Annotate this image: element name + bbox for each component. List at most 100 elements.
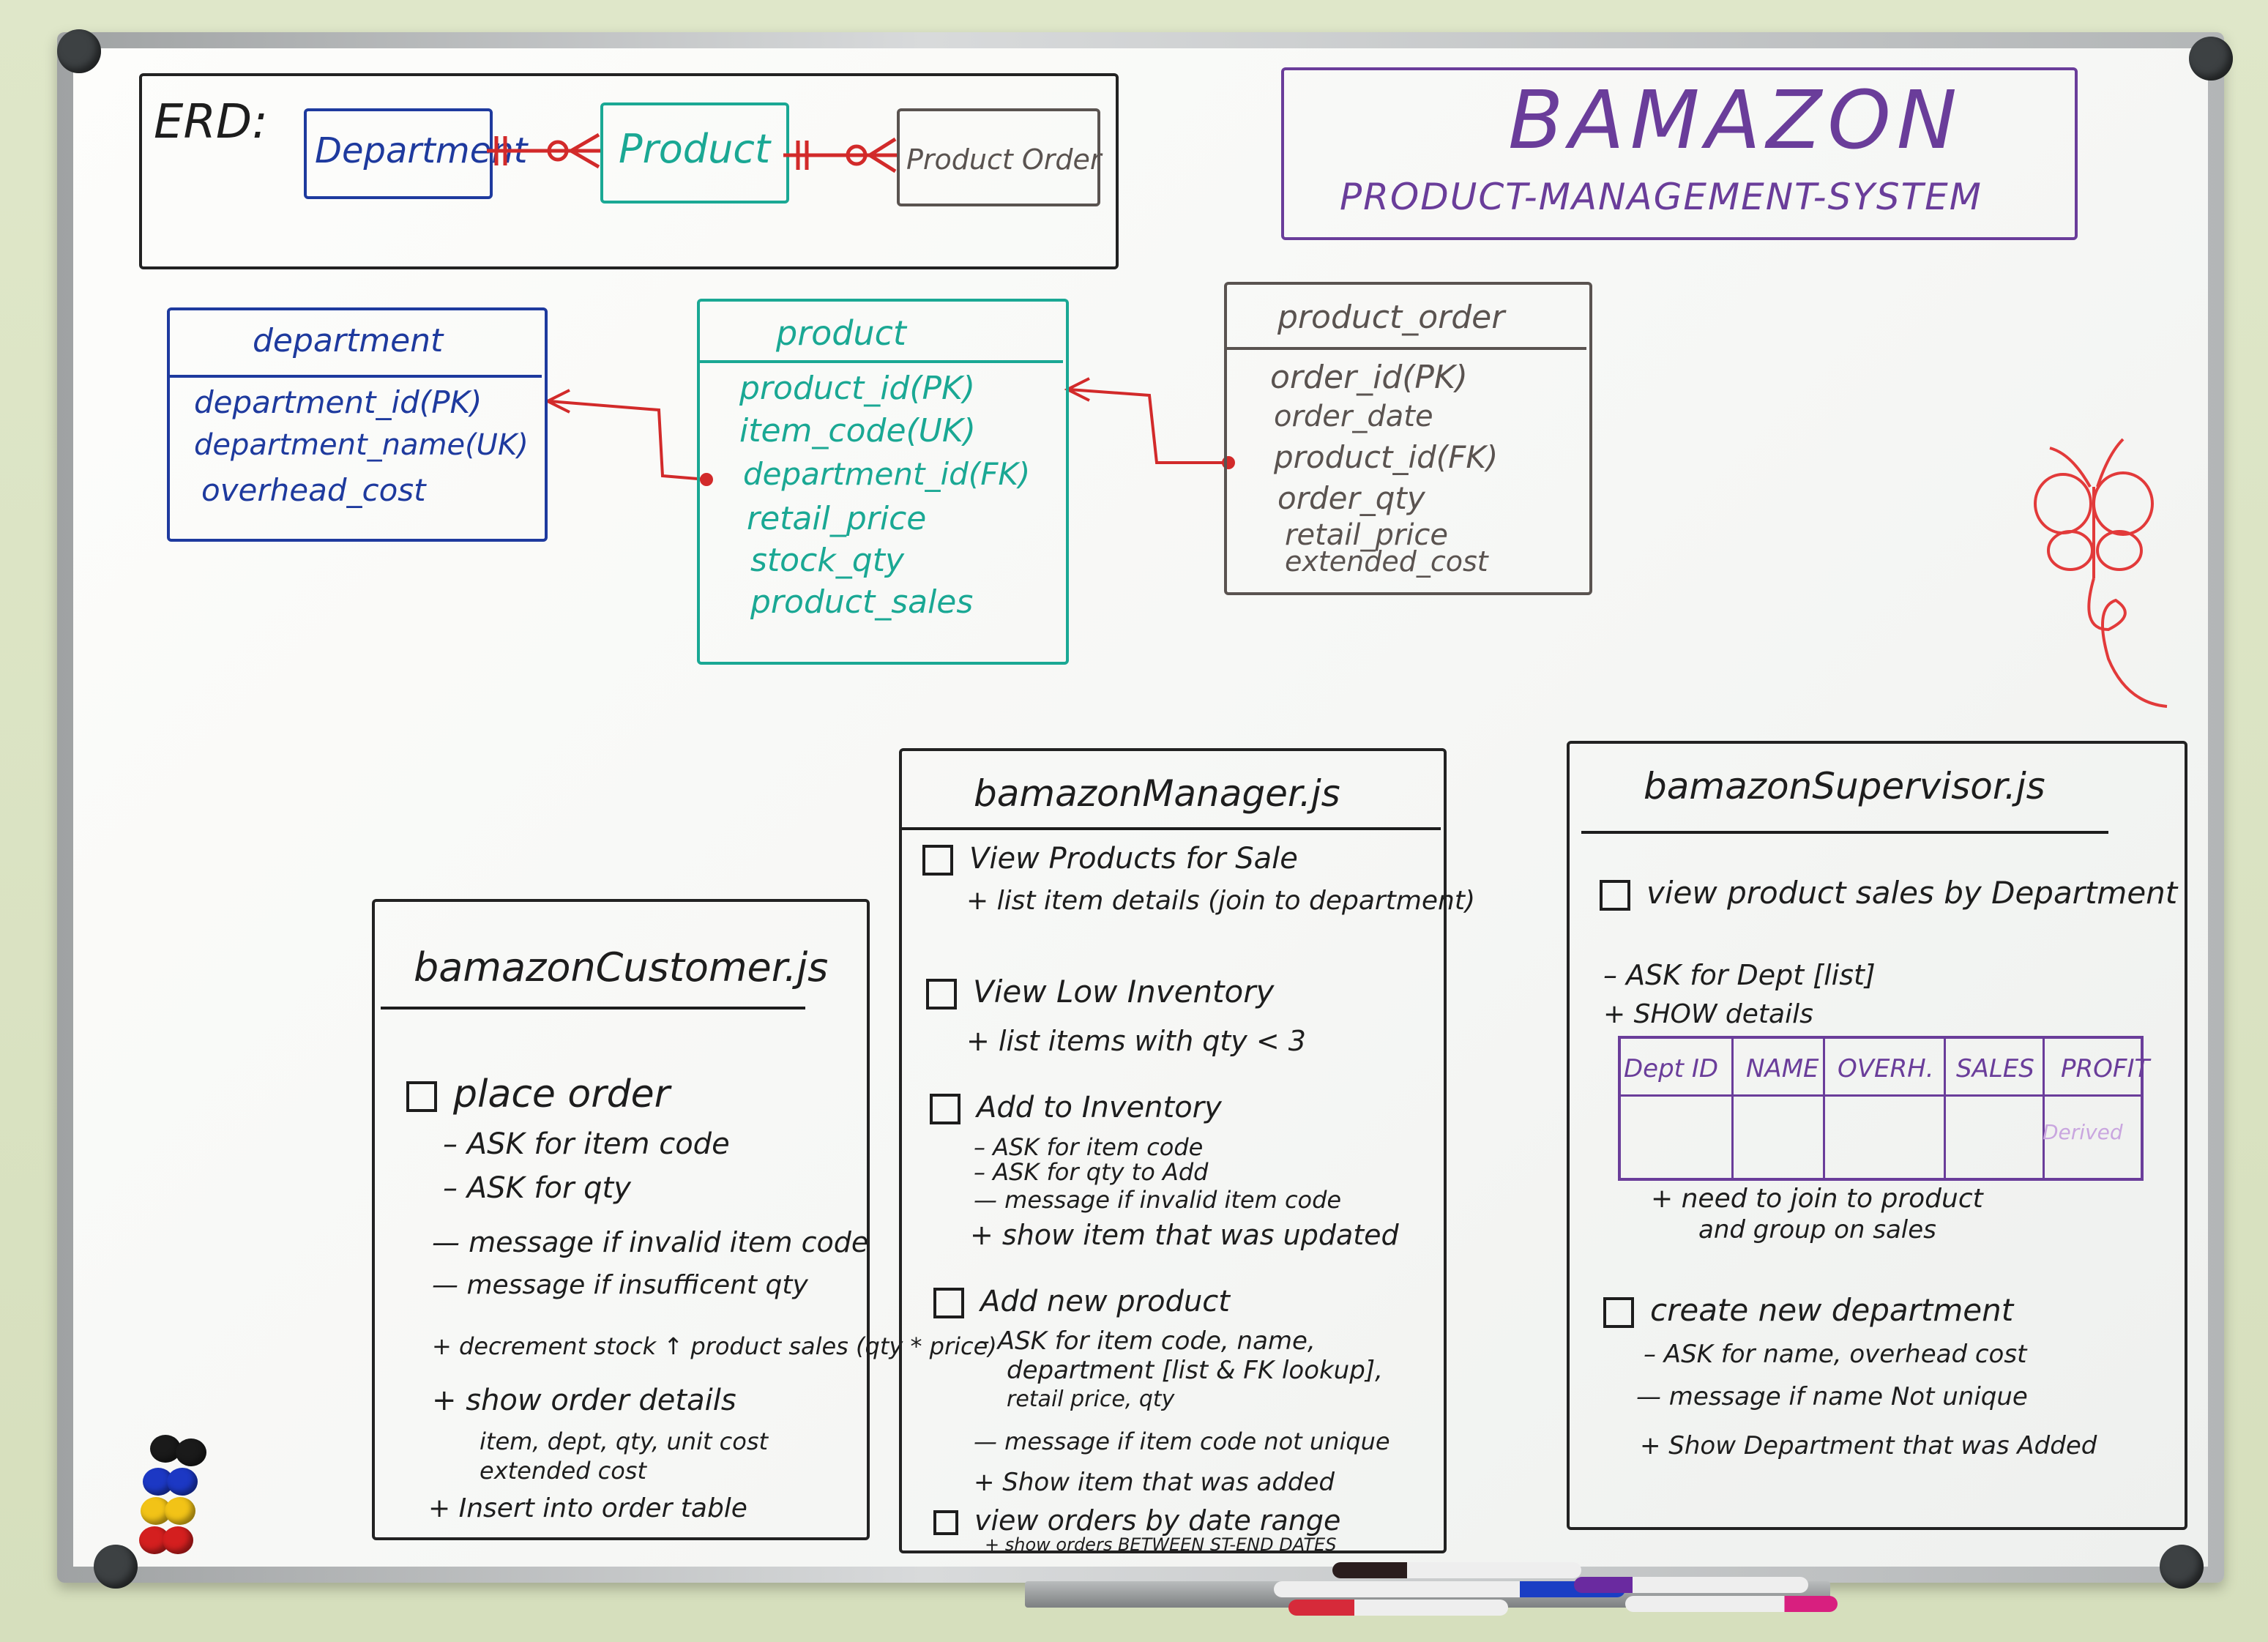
customer-panel [372, 899, 870, 1540]
marker-icon[interactable] [1625, 1596, 1838, 1612]
product-order-field: order_date [1274, 400, 1433, 433]
checkbox-icon [406, 1081, 437, 1112]
divider [700, 360, 1063, 363]
page-title: BAMAZON [1508, 73, 1963, 167]
erd-product-box [600, 102, 789, 204]
customer-panel-title: bamazonCustomer.js [414, 944, 829, 990]
checkbox-icon [926, 978, 957, 1010]
divider [170, 375, 542, 378]
erd-connector-department-product [487, 133, 600, 169]
erd-department-box [304, 108, 493, 199]
frame-corner-icon [94, 1545, 138, 1589]
product-field: stock_qty [750, 542, 904, 579]
yellow-magnet-icon [165, 1497, 195, 1525]
task-label: view product sales by Department [1646, 875, 2178, 911]
supervisor-line: + need to join to product [1651, 1184, 1983, 1214]
supervisor-panel-title: bamazonSupervisor.js [1644, 765, 2045, 807]
manager-line: — message if invalid item code [974, 1186, 1342, 1214]
butterfly-doodle-icon [2034, 438, 2168, 708]
divider [1581, 831, 2108, 834]
blue-magnet-icon [167, 1468, 198, 1496]
table-header: Dept ID [1624, 1054, 1719, 1083]
product-order-field: extended_cost [1285, 545, 1488, 578]
manager-task: Add new product [933, 1285, 1230, 1318]
product-order-field: order_qty [1277, 480, 1425, 516]
table-header: OVERH. [1838, 1054, 1934, 1083]
manager-line: department [list & FK lookup], [1007, 1356, 1383, 1385]
table-header: PROFIT [2061, 1054, 2150, 1083]
customer-line: — message if insufficent qty [432, 1270, 808, 1300]
supervisor-line: and group on sales [1698, 1215, 1936, 1244]
customer-line: extended cost [480, 1457, 647, 1485]
product-field: department_id(FK) [743, 456, 1031, 492]
product-order-table [1224, 282, 1592, 595]
divider [1227, 347, 1586, 350]
table-header: SALES [1956, 1054, 2034, 1083]
product-field: retail_price [747, 500, 927, 537]
product-table [697, 299, 1069, 665]
supervisor-line: + Show Department that was Added [1640, 1431, 2097, 1460]
product-order-field: product_id(FK) [1274, 439, 1499, 475]
red-magnet-icon [163, 1526, 193, 1554]
manager-task: View Products for Sale [922, 842, 1298, 876]
checkbox-icon [930, 1094, 960, 1124]
manager-task: View Low Inventory [926, 974, 1274, 1010]
erd-connector-product-order [783, 137, 897, 173]
erd-product-order-label: Product Order [906, 143, 1102, 176]
divider [381, 1007, 805, 1010]
product-order-field: order_id(PK) [1270, 359, 1468, 396]
table-header: NAME [1746, 1054, 1819, 1083]
task-label: Add to Inventory [977, 1091, 1222, 1124]
fk-dot-icon [700, 473, 713, 486]
customer-line: + decrement stock ↑ product sales (qty *… [432, 1332, 997, 1360]
marker-icon[interactable] [1288, 1600, 1508, 1616]
task-label: create new department [1650, 1292, 2014, 1328]
whiteboard-surface [73, 48, 2208, 1567]
marker-icon[interactable] [1574, 1577, 1808, 1593]
manager-line: + show orders BETWEEN ST-END DATES [985, 1534, 1337, 1555]
manager-panel [899, 748, 1447, 1553]
manager-line: — message if item code not unique [974, 1428, 1390, 1455]
manager-line: retail price, qty [1007, 1387, 1175, 1412]
divider [1944, 1036, 1946, 1178]
product-field: item_code(UK) [739, 412, 976, 449]
marker-icon[interactable] [1332, 1562, 1581, 1578]
checkbox-icon [933, 1288, 964, 1318]
department-field: overhead_cost [201, 472, 426, 508]
department-table [167, 307, 548, 542]
supervisor-line: – ASK for Dept [list] [1603, 959, 1876, 991]
manager-line: + Show item that was added [974, 1468, 1335, 1497]
manager-line: + show item that was updated [970, 1219, 1399, 1251]
checkbox-icon [1600, 879, 1630, 911]
divider [1823, 1036, 1825, 1178]
customer-line: item, dept, qty, unit cost [480, 1428, 769, 1455]
product-table-name: product [776, 313, 906, 353]
manager-task: Add to Inventory [930, 1091, 1222, 1124]
product-order-table-name: product_order [1277, 299, 1505, 336]
customer-task-place-order: place order [406, 1072, 670, 1116]
manager-panel-title: bamazonManager.js [974, 772, 1340, 815]
product-field: product_id(PK) [739, 370, 976, 407]
department-field: department_name(UK) [194, 428, 529, 462]
product-order-field: retail_price [1285, 518, 1449, 552]
erd-product-label: Product [619, 126, 771, 172]
black-magnet-icon [176, 1438, 206, 1466]
title-box [1281, 67, 2078, 240]
department-table-name: department [253, 322, 444, 359]
supervisor-task-sales: view product sales by Department [1600, 875, 2177, 911]
customer-line: – ASK for item code [443, 1127, 730, 1161]
fk-arrow-order-product [1064, 377, 1228, 464]
manager-line: – ASK for qty to Add [974, 1158, 1209, 1186]
product-field: product_sales [750, 583, 974, 621]
manager-line: – ASK for item code, name, [977, 1326, 1316, 1356]
marker-icon[interactable] [1274, 1581, 1625, 1597]
checkbox-icon [1603, 1296, 1634, 1328]
table-derived-note: Derived [2043, 1120, 2123, 1144]
checkbox-icon [922, 845, 953, 876]
page-subtitle: PRODUCT-MANAGEMENT-SYSTEM [1340, 176, 1982, 218]
task-label: view orders by date range [974, 1504, 1341, 1537]
task-label: View Low Inventory [973, 974, 1275, 1010]
task-label: place order [453, 1072, 671, 1116]
erd-label: ERD: [154, 95, 268, 149]
